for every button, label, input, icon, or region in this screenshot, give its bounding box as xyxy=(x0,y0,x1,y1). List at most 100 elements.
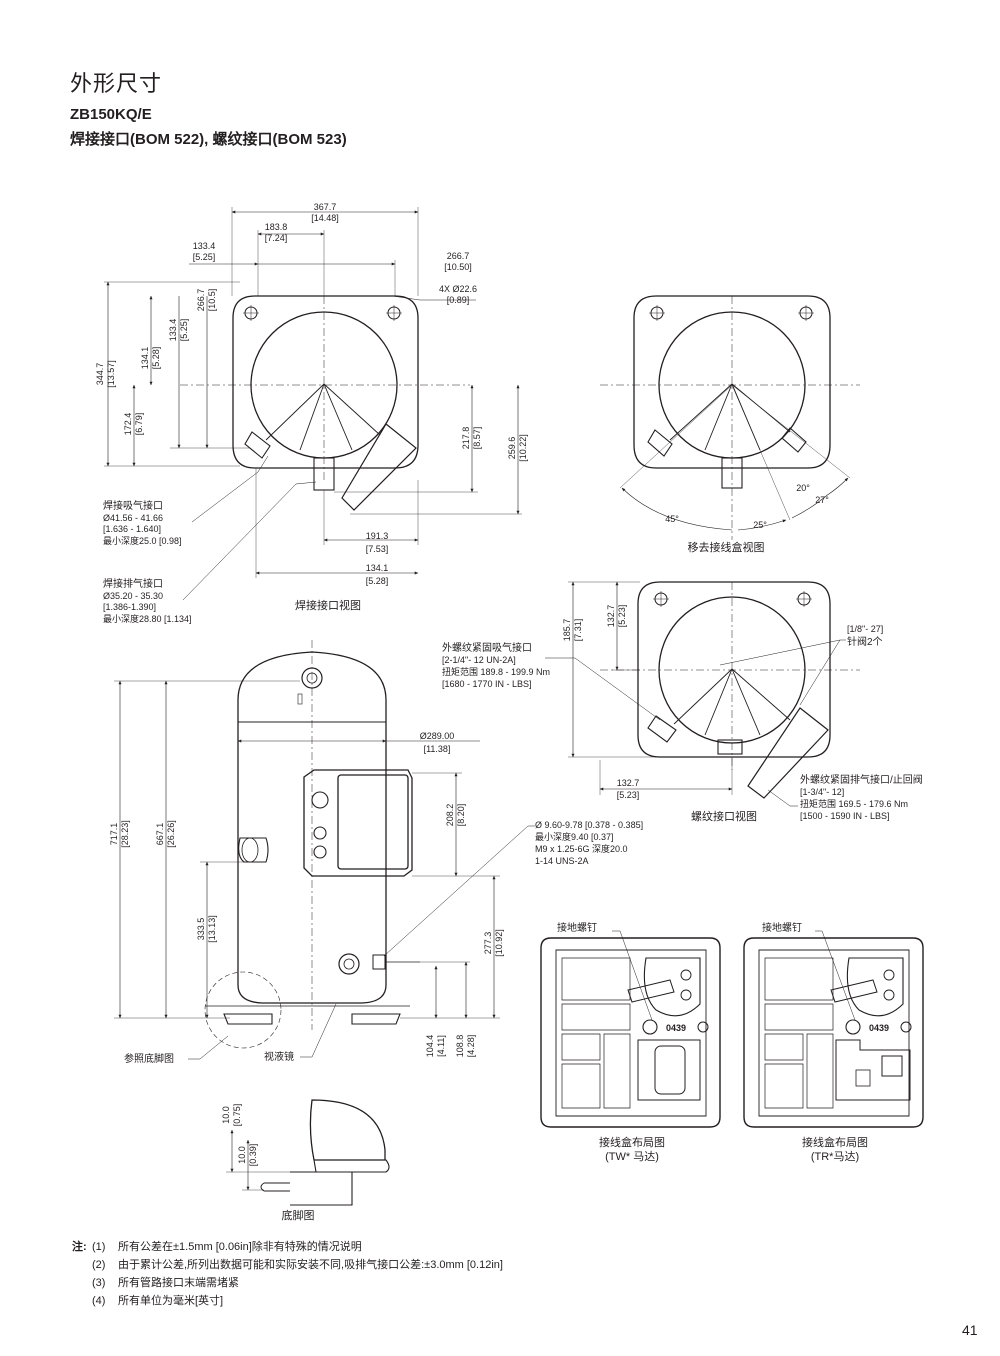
dim-134-1-in: [5.28] xyxy=(366,576,389,586)
removed-box-view xyxy=(600,295,860,540)
mount-2: M9 x 1.25-6G 深度20.0 xyxy=(535,843,628,854)
dim-259-6-in: [10.22] xyxy=(518,434,528,462)
dim-108-8: 108.8 xyxy=(455,1035,465,1058)
dim-717-1-in: [28.23] xyxy=(120,820,130,848)
suction-line-3: 最小深度25.0 [0.98] xyxy=(103,535,182,546)
thread-suction-3: [1680 - 1770 IN - LBS] xyxy=(442,679,532,689)
thread-view xyxy=(545,581,860,807)
discharge-line-2: [1.386-1.390] xyxy=(103,602,156,612)
dim-134-1: 134.1 xyxy=(366,563,389,573)
dim-183-8: 183.8 xyxy=(265,222,288,232)
dim-191-3: 191.3 xyxy=(366,531,389,541)
needle-0: [1/8"- 27] xyxy=(847,624,883,634)
page-title: 外形尺寸 xyxy=(70,71,163,96)
thread-suction-callout: 外螺纹紧固吸气接口 [2-1/4"- 12 UN-2A] 扭矩范围 189.8 … xyxy=(442,641,550,689)
note-text: 所有管路接口末端需堵紧 xyxy=(118,1277,239,1289)
needle-1: 针阀2个 xyxy=(847,635,883,648)
dim-217-8: 217.8 xyxy=(461,427,471,450)
note-num: (3) xyxy=(92,1277,106,1289)
top-view-welded xyxy=(104,207,522,601)
note-row: (4) 所有单位为毫米[英寸] xyxy=(72,1292,503,1310)
top-view-caption: 焊接接口视图 xyxy=(295,598,361,612)
needle-valve-callout: [1/8"- 27] 针阀2个 xyxy=(847,624,883,648)
thread-discharge-1: [1-3/4"- 12] xyxy=(800,787,844,797)
thread-discharge-0: 外螺纹紧固排气接口/止回阀 xyxy=(800,773,923,786)
tr-code: 0439 xyxy=(869,1023,889,1033)
foot-view-caption: 底脚图 xyxy=(282,1208,315,1222)
dim-dia-289-in: [11.38] xyxy=(424,744,451,754)
dim-172-4: 172.4 xyxy=(123,413,133,436)
dim-208-2-in: [8.20] xyxy=(456,804,466,827)
dim-183-8-in: [7.24] xyxy=(265,233,288,243)
side-view xyxy=(114,640,535,1060)
note-row: 注: (1) 所有公差在±1.5mm [0.06in]除非有特殊的情况说明 xyxy=(72,1238,503,1256)
dim-266-7-v-in: [10.5] xyxy=(207,289,217,312)
sight-glass-label: 视液镜 xyxy=(264,1050,294,1063)
dim-133-4-v: 133.4 xyxy=(168,319,178,342)
mount-3: 1-14 UNS-2A xyxy=(535,856,589,866)
foot-view xyxy=(226,1099,390,1206)
dim-266-7-in: [10.50] xyxy=(444,262,472,272)
foot-reference-label: 参照底脚图 xyxy=(124,1052,174,1065)
tw-caption-1: 接线盒布局图 xyxy=(599,1135,665,1149)
terminal-box-tw xyxy=(540,930,721,1128)
dim-134-1-v-in: [5.28] xyxy=(151,347,161,370)
note-text: 由于累计公差,所列出数据可能和实际安装不同,吸排气接口公差:±3.0mm [0.… xyxy=(118,1259,503,1271)
notes-head: 注: xyxy=(72,1241,87,1253)
dim-134-1-v: 134.1 xyxy=(140,347,150,370)
top-view-dim-labels: 367.7 [14.48] 183.8 [7.24] 133.4 [5.25] … xyxy=(95,202,528,586)
thread-view-dim-labels: 185.7 [7.31] 132.7 [5.23] 132.7 [5.23] xyxy=(562,605,639,800)
dim-108-8-in: [4.28] xyxy=(466,1035,476,1058)
side-view-dim-labels: Ø289.00 [11.38] 717.1 [28.23] 667.1 [26.… xyxy=(109,731,504,1057)
dim-717-1: 717.1 xyxy=(109,823,119,846)
angle-20: 20° xyxy=(796,483,810,493)
thread-suction-2: 扭矩范围 189.8 - 199.9 Nm xyxy=(442,666,550,677)
dim-10-a: 10.0 xyxy=(221,1106,231,1124)
dim-132-7-in: [5.23] xyxy=(617,790,640,800)
model-number: ZB150KQ/E xyxy=(70,106,152,123)
foot-view-labels: 10.0 [0.75] 10.0 [0.39] xyxy=(221,1104,258,1167)
dim-266-7-v: 266.7 xyxy=(196,289,206,312)
dim-holes: 4X Ø22.6 xyxy=(439,284,477,294)
dim-259-6: 259.6 xyxy=(507,437,517,460)
dim-344-7: 344.7 xyxy=(95,363,105,386)
dim-133-4: 133.4 xyxy=(193,241,216,251)
suction-line-2: [1.636 - 1.640] xyxy=(103,524,161,534)
removed-box-angles: 45° 25° 20° 27° xyxy=(665,483,829,530)
dim-208-2: 208.2 xyxy=(445,804,455,827)
tw-code: 0439 xyxy=(666,1023,686,1033)
thread-view-caption: 螺纹接口视图 xyxy=(691,809,757,823)
dim-133-4-in: [5.25] xyxy=(193,252,216,262)
dim-132-7: 132.7 xyxy=(617,778,640,788)
tw-ground-label: 接地螺钉 xyxy=(557,921,597,934)
removed-box-caption: 移去接线盒视图 xyxy=(688,540,765,554)
welded-discharge-callout: 焊接排气接口 Ø35.20 - 35.30 [1.386-1.390] 最小深度… xyxy=(103,577,192,624)
note-text: 所有单位为毫米[英寸] xyxy=(118,1295,224,1307)
note-row: (3) 所有管路接口末端需堵紧 xyxy=(72,1274,503,1292)
dim-185-7: 185.7 xyxy=(562,619,572,642)
angle-45: 45° xyxy=(665,514,679,524)
terminal-box-tr xyxy=(743,930,924,1128)
dim-10-b: 10.0 xyxy=(237,1146,247,1164)
dim-217-8-in: [8.57] xyxy=(472,427,482,450)
thread-discharge-callout: 外螺纹紧固排气接口/止回阀 [1-3/4"- 12] 扭矩范围 169.5 - … xyxy=(800,773,923,821)
dim-holes-in: [0.89] xyxy=(447,295,470,305)
thread-discharge-3: [1500 - 1590 IN - LBS] xyxy=(800,811,890,821)
dim-667-1-in: [26.26] xyxy=(166,820,176,848)
dim-277-3: 277.3 xyxy=(483,932,493,955)
page-number: 41 xyxy=(962,1322,978,1338)
angle-27: 27° xyxy=(815,495,829,505)
dim-104-4: 104.4 xyxy=(425,1035,435,1058)
mount-1: 最小深度9.40 [0.37] xyxy=(535,831,614,842)
discharge-line-0: 焊接排气接口 xyxy=(103,577,163,590)
dim-185-7-in: [7.31] xyxy=(573,619,583,642)
tr-caption-1: 接线盒布局图 xyxy=(802,1135,868,1149)
angle-25: 25° xyxy=(753,520,767,530)
dim-266-7: 266.7 xyxy=(447,251,470,261)
dim-667-1: 667.1 xyxy=(155,823,165,846)
dim-333-5-in: [13.13] xyxy=(207,915,217,943)
dim-10-a-in: [0.75] xyxy=(232,1104,242,1127)
welded-suction-callout: 焊接吸气接口 Ø41.56 - 41.66 [1.636 - 1.640] 最小… xyxy=(103,499,182,546)
dim-277-3-in: [10.92] xyxy=(494,929,504,957)
